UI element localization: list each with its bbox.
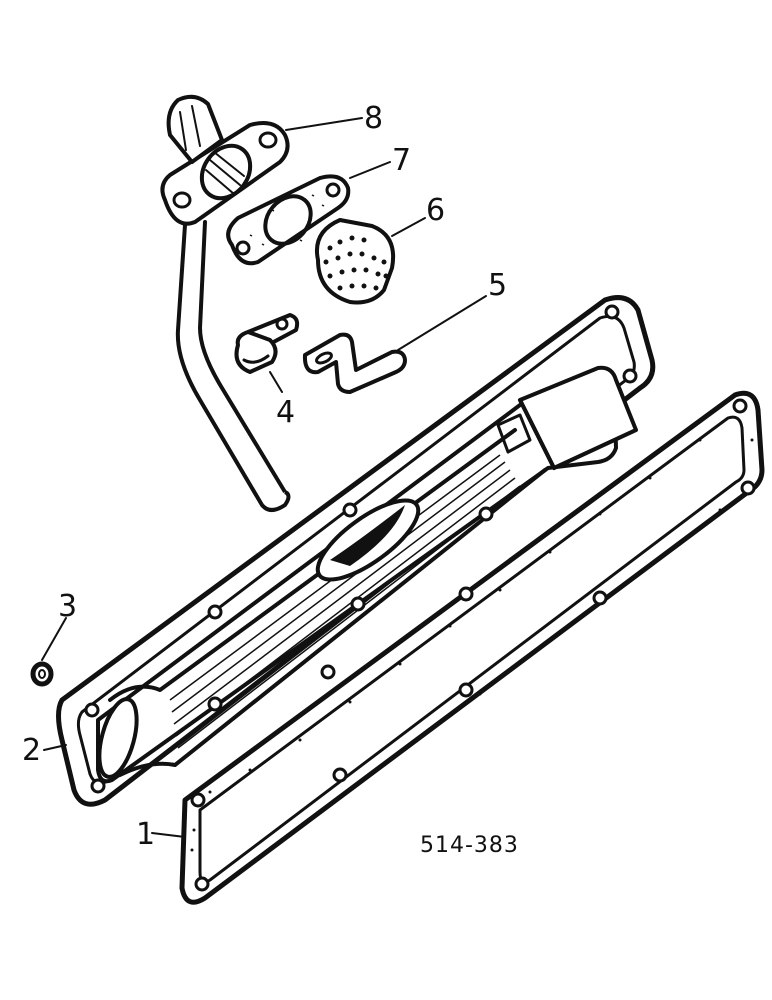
callout-5: 5 <box>488 268 507 303</box>
callout-2: 2 <box>22 733 41 768</box>
washer-part <box>30 661 54 687</box>
breather-tube-part <box>160 94 291 512</box>
clip-part <box>234 313 300 374</box>
breather-filter-part <box>315 218 395 305</box>
callout-3: 3 <box>58 589 77 624</box>
callout-6: 6 <box>426 193 445 228</box>
callout-1: 1 <box>136 817 155 852</box>
document-number: 514-383 <box>420 833 519 858</box>
callout-7: 7 <box>392 143 411 178</box>
leader-lines <box>41 117 487 838</box>
callout-8: 8 <box>364 101 383 136</box>
callout-labels: 8 7 6 5 4 3 2 1 <box>22 101 507 852</box>
flange-gasket-part <box>226 174 351 266</box>
callout-4: 4 <box>276 395 295 430</box>
valve-cover-gasket-part <box>179 390 765 905</box>
valve-cover-part <box>56 295 656 807</box>
bracket-part <box>302 332 407 394</box>
